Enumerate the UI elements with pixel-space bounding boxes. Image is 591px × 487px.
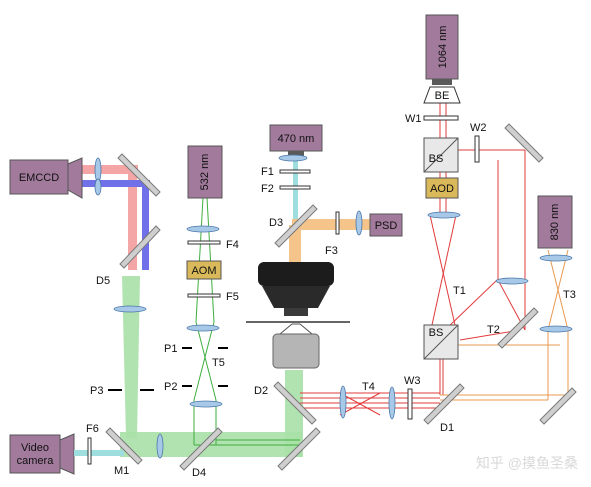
beam-splitter-top: BS	[423, 137, 459, 173]
laser-1064-label: 1064 nm	[437, 26, 449, 69]
mirror-d2-bottom	[277, 427, 321, 471]
label-D3: D3	[269, 217, 283, 229]
mirror-d4	[179, 427, 223, 471]
condenser	[258, 262, 334, 316]
laser-470: 470 nm	[269, 124, 323, 156]
pink-beam-horizontal	[78, 165, 138, 174]
aod-label: AOD	[430, 183, 454, 195]
beam-splitter-bottom: BS	[423, 324, 459, 360]
label-F1: F1	[261, 166, 274, 178]
cyan-beam-470	[293, 150, 298, 230]
aod: AOD	[425, 177, 459, 199]
pink-beam-vertical	[128, 170, 137, 270]
label-D4: D4	[192, 467, 206, 479]
label-D1: D1	[440, 422, 454, 434]
blue-beam-vertical	[142, 180, 149, 270]
bs-bottom-label: BS	[429, 327, 444, 339]
label-D5: D5	[96, 275, 110, 287]
label-W2: W2	[470, 122, 487, 134]
label-M1: M1	[114, 465, 129, 477]
label-T1: T1	[453, 285, 466, 297]
mirror-d2	[273, 381, 317, 425]
laser-1064: 1064 nm	[425, 14, 459, 85]
label-F2: F2	[261, 183, 274, 195]
laser-830-label: 830 nm	[549, 204, 561, 241]
label-W1: W1	[405, 113, 422, 125]
laser-532: 532 nm	[187, 145, 223, 199]
beam-expander: BE	[423, 86, 461, 104]
beam-830-path	[440, 249, 569, 401]
mirror-d1	[423, 383, 465, 425]
label-W3: W3	[404, 375, 421, 387]
laser-532-label: 532 nm	[199, 154, 211, 191]
label-P1: P1	[164, 343, 177, 355]
label-T3: T3	[563, 289, 576, 301]
mirror-w2	[504, 123, 544, 163]
be-label: BE	[435, 90, 450, 102]
laser-830: 830 nm	[537, 195, 573, 249]
video-camera-beam	[74, 450, 124, 456]
psd-label: PSD	[375, 220, 398, 232]
label-F3: F3	[325, 245, 338, 257]
emccd-camera: EMCCD	[9, 157, 83, 199]
mirror-m1	[105, 427, 143, 465]
label-P3: P3	[90, 385, 103, 397]
blue-beam-horizontal	[78, 180, 150, 187]
psd: PSD	[369, 213, 403, 237]
ir-beam-path	[300, 100, 526, 416]
green-beam-objective	[285, 370, 303, 457]
label-T2: T2	[487, 324, 500, 336]
video-camera-label-1: Video	[21, 442, 49, 454]
orange-beam-psd-h	[292, 219, 372, 230]
emccd-label: EMCCD	[19, 172, 59, 184]
orange-beam-psd-v	[289, 225, 301, 265]
green-beam-vertical	[122, 276, 140, 438]
pinholes	[108, 347, 228, 391]
mirror-emccd	[117, 153, 161, 197]
laser-470-label: 470 nm	[278, 133, 315, 145]
mirror-830-bottom	[539, 387, 577, 425]
green-532-path	[193, 197, 300, 446]
aom-label: AOM	[191, 265, 216, 277]
label-T5: T5	[212, 357, 225, 369]
label-F4: F4	[226, 239, 239, 251]
label-F5: F5	[226, 291, 239, 303]
lenses	[94, 154, 573, 459]
label-F6: F6	[86, 423, 99, 435]
objective	[272, 323, 320, 369]
label-P2: P2	[164, 381, 177, 393]
filters	[87, 115, 480, 465]
component-labels: W1 W2 W3 F1 F2 F3 F4 F5 F6 D1 D2 D3 D4 D…	[86, 113, 576, 479]
video-camera-label-2: camera	[17, 455, 55, 467]
label-D2: D2	[254, 385, 268, 397]
watermark: 知乎 @摸鱼圣桑	[476, 455, 578, 471]
mirror-d5	[119, 225, 161, 269]
aom: AOM	[186, 260, 222, 280]
video-camera: Video camera	[9, 433, 75, 475]
bs-top-label: BS	[429, 153, 444, 165]
label-T4: T4	[362, 381, 375, 393]
mirror-t2	[497, 307, 539, 349]
mirror-d3	[274, 204, 318, 248]
